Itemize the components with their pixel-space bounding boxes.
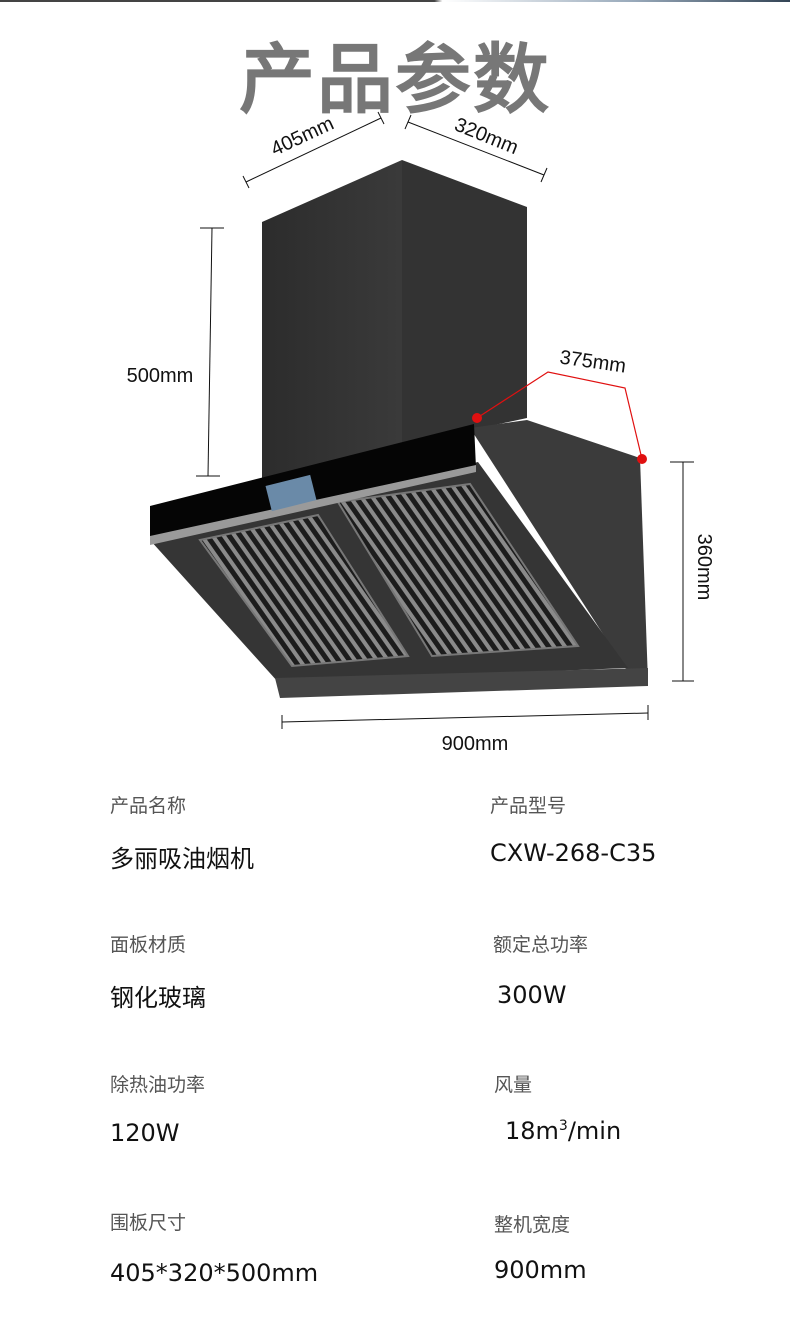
spec-value-panel-material: 钢化玻璃: [110, 984, 206, 1012]
spec-label-total-width: 整机宽度: [494, 1214, 571, 1236]
spec-value-product-name: 多丽吸油烟机: [110, 845, 254, 873]
airflow-exponent: 3: [558, 1118, 568, 1134]
dim-label-360: 360mm: [693, 534, 715, 601]
dimension-chimney-height: 500mm: [127, 227, 224, 477]
dimension-body-height: 360mm: [670, 461, 715, 682]
dimension-total-width: 900mm: [281, 705, 649, 755]
glass-trim: [150, 465, 476, 545]
dim-label-900: 900mm: [442, 733, 509, 755]
spec-value-panel-size: 405*320*500mm: [110, 1259, 319, 1287]
spec-label-panel-size: 围板尺寸: [110, 1212, 187, 1234]
dim-label-500: 500mm: [127, 365, 194, 387]
filter-left: [198, 513, 410, 668]
range-hood-diagram: 405mm 320mm 500mm 375mm 360mm 900mm: [127, 111, 715, 755]
dim-label-375: 375mm: [558, 347, 627, 378]
spec-label-rated-power: 额定总功率: [493, 934, 589, 956]
spec-value-rated-power: 300W: [497, 981, 567, 1009]
glass-panel: [150, 424, 476, 540]
control-display: [265, 474, 317, 512]
spec-label-panel-material: 面板材质: [110, 934, 187, 956]
dimension-top-width: 405mm: [242, 111, 385, 189]
spec-label-airflow: 风量: [494, 1074, 533, 1096]
page-title: 产品参数: [239, 35, 551, 124]
spec-value-heating-power: 120W: [110, 1119, 180, 1147]
bottom-plate: [275, 668, 648, 698]
spec-value-model: CXW-268-C35: [490, 839, 657, 867]
side-panel: [470, 420, 648, 682]
spec-label-product-name: 产品名称: [110, 795, 187, 817]
top-border: [0, 0, 790, 2]
airflow-number: 18m: [505, 1117, 559, 1145]
spec-label-heating-power: 除热油功率: [110, 1074, 206, 1096]
dim-label-405: 405mm: [268, 112, 338, 160]
filter-right: [336, 482, 580, 658]
spec-label-model: 产品型号: [490, 795, 567, 817]
airflow-unit: /min: [567, 1117, 622, 1145]
spec-value-airflow: 18m3/min: [505, 1117, 621, 1145]
spec-value-total-width: 900mm: [494, 1256, 587, 1284]
chimney: [262, 160, 527, 485]
